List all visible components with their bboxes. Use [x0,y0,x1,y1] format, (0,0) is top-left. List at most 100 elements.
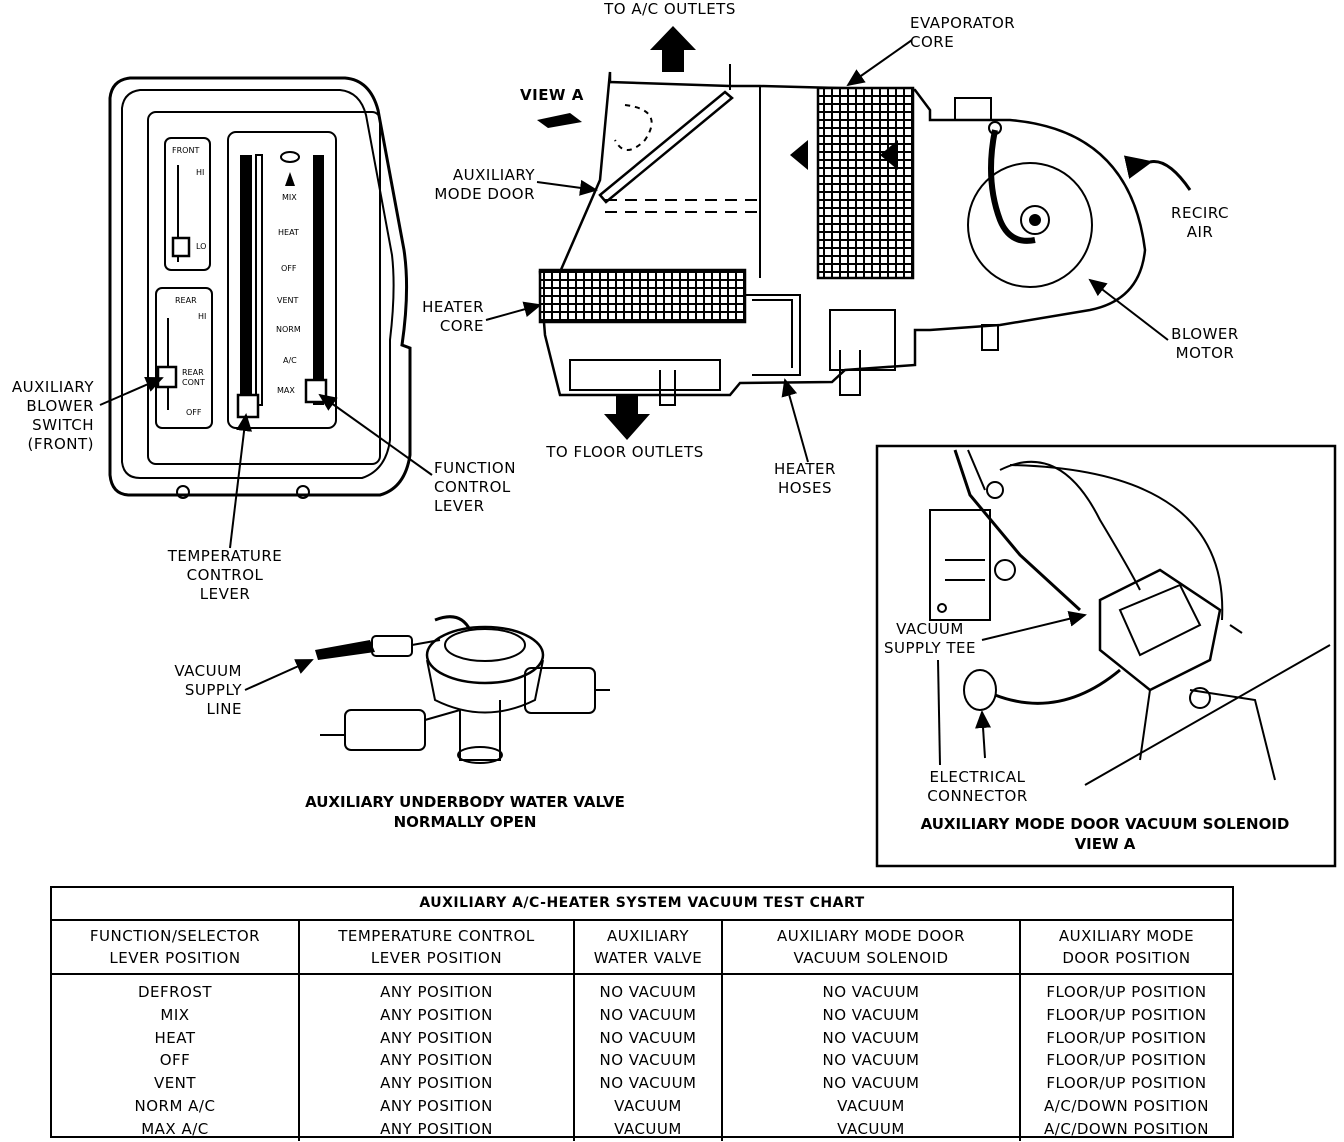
max-mark: MAX [277,386,295,395]
solenoid-caption: AUXILIARY MODE DOOR VACUUM SOLENOID VIEW… [920,815,1290,853]
rear-hi-mark: HI [198,312,207,321]
heat-mark: HEAT [278,228,299,237]
cell-temperature: ANY POSITION [299,1026,575,1050]
cell-temperature: ANY POSITION [299,974,575,1004]
evaporator-core-label: EVAPORATOR CORE [910,14,1016,51]
table-row: MIX ANY POSITION NO VACUUM NO VACUUM FLO… [52,1003,1232,1027]
table-row: MAX A/C ANY POSITION VACUUM VACUUM A/C/D… [52,1117,1232,1141]
cell-door-position: A/C/DOWN POSITION [1044,1119,1209,1138]
front-mark: FRONT [172,146,200,155]
cell-temperature: ANY POSITION [299,1117,575,1141]
cell-solenoid: VACUUM [722,1117,1021,1141]
cell-function: MIX [52,1003,300,1027]
cell-solenoid: NO VACUUM [722,1026,1021,1050]
cell-solenoid: NO VACUUM [722,1072,1021,1095]
front-blower-knob[interactable] [171,236,191,258]
aux-blower-switch-label: AUXILIARY BLOWER SWITCH (FRONT) [11,378,94,453]
temperature-control-lever-label: TEMPERATURE CONTROL LEVER [167,547,283,603]
rear-off-mark: OFF [186,408,202,417]
header-mode-door-position: AUXILIARY MODE DOOR POSITION [1020,921,1232,975]
table-row: NORM A/C ANY POSITION VACUUM VACUUM A/C/… [52,1094,1232,1118]
table-row: OFF ANY POSITION NO VACUUM NO VACUUM FLO… [52,1049,1232,1073]
cell-water-valve: NO VACUUM [574,974,723,1004]
cell-function: VENT [52,1072,300,1095]
header-mode-door-solenoid: AUXILIARY MODE DOOR VACUUM SOLENOID [722,921,1021,975]
to-ac-outlets-label: TO A/C OUTLETS [604,0,736,18]
vacuum-solenoid [1098,568,1222,692]
header-water-valve: AUXILIARY WATER VALVE [574,921,723,975]
auxiliary-mode-door [598,90,734,204]
electrical-connector [963,669,997,711]
cell-door-position: FLOOR/UP POSITION [1046,1051,1207,1070]
front-lo-mark: LO [196,242,207,251]
view-a-arrow [537,113,582,128]
heater-hoses-label: HEATER HOSES [774,460,836,497]
rear-mark: REAR [175,296,197,305]
chart-header-row: FUNCTION/SELECTOR LEVER POSITION TEMPERA… [52,921,1232,975]
recirc-air-arrow [1123,155,1192,191]
cell-temperature: ANY POSITION [299,1072,575,1095]
cell-function: HEAT [52,1026,300,1050]
cell-door-position: FLOOR/UP POSITION [1046,983,1207,1001]
front-switch-panel [164,137,211,271]
water-valve [244,615,610,764]
lever-panel [227,131,337,429]
airflow-arrow-icon [790,140,808,170]
heater-module [485,26,1192,463]
function-lever-knob[interactable] [304,378,328,404]
cell-temperature: ANY POSITION [299,1094,575,1118]
view-a-inset [875,444,1337,868]
heater-core-label: HEATER CORE [422,298,484,335]
view-a-label: VIEW A [520,86,584,104]
cell-solenoid: NO VACUUM [722,974,1021,1004]
ac-mark: A/C [283,356,297,365]
control-head [99,76,433,549]
cell-water-valve: NO VACUUM [574,1003,723,1027]
auxiliary-mode-door-label: AUXILIARY MODE DOOR [434,166,535,203]
chart-table: FUNCTION/SELECTOR LEVER POSITION TEMPERA… [52,921,1232,1141]
blower-motor-label: BLOWER MOTOR [1171,325,1239,362]
blower-motor [967,162,1093,288]
recirc-air-label: RECIRC AIR [1171,204,1229,241]
evaporator-core [816,86,915,280]
aux-blower-switch-knob[interactable] [156,365,178,389]
cell-water-valve: VACUUM [574,1117,723,1141]
header-function-selector: FUNCTION/SELECTOR LEVER POSITION [52,921,300,975]
vacuum-supply-line-label: VACUUM SUPPLY LINE [174,662,242,718]
off-mark: OFF [281,264,297,273]
cell-solenoid: VACUUM [722,1094,1021,1118]
heater-core [538,268,747,324]
rear-switch-panel [155,287,213,429]
function-control-lever-label: FUNCTION CONTROL LEVER [434,459,516,515]
electrical-connector-label: ELECTRICAL CONNECTOR [927,768,1028,805]
cell-door-position: FLOOR/UP POSITION [1046,1074,1207,1093]
to-floor-outlets-label: TO FLOOR OUTLETS [546,443,704,461]
cell-water-valve: NO VACUUM [574,1072,723,1095]
airflow-arrow-icon [880,140,898,170]
front-hi-mark: HI [196,168,205,177]
cell-door-position: FLOOR/UP POSITION [1046,1005,1207,1024]
header-temperature-control: TEMPERATURE CONTROL LEVER POSITION [299,921,575,975]
cell-function: DEFROST [52,974,300,1004]
norm-mark: NORM [276,325,301,334]
vent-mark: VENT [277,296,299,305]
vacuum-test-chart: AUXILIARY A/C-HEATER SYSTEM VACUUM TEST … [50,886,1234,1141]
cell-solenoid: NO VACUUM [722,1003,1021,1027]
arrow-up-icon [285,172,295,186]
table-row: VENT ANY POSITION NO VACUUM NO VACUUM FL… [52,1072,1232,1095]
temperature-lever-knob[interactable] [236,393,260,419]
floor-outlet-arrow [604,394,650,440]
cell-water-valve: NO VACUUM [574,1026,723,1050]
cell-solenoid: NO VACUUM [722,1049,1021,1073]
cell-temperature: ANY POSITION [299,1003,575,1027]
cell-function: OFF [52,1049,300,1073]
cell-temperature: ANY POSITION [299,1049,575,1073]
rear-cont-mark: REAR CONT [182,368,205,387]
cell-door-position: A/C/DOWN POSITION [1044,1096,1209,1115]
table-row: DEFROST ANY POSITION NO VACUUM NO VACUUM… [52,974,1232,1004]
cell-door-position: FLOOR/UP POSITION [1046,1028,1207,1047]
cell-function: NORM A/C [52,1094,300,1118]
cell-function: MAX A/C [52,1117,300,1141]
table-row: HEAT ANY POSITION NO VACUUM NO VACUUM FL… [52,1026,1232,1050]
